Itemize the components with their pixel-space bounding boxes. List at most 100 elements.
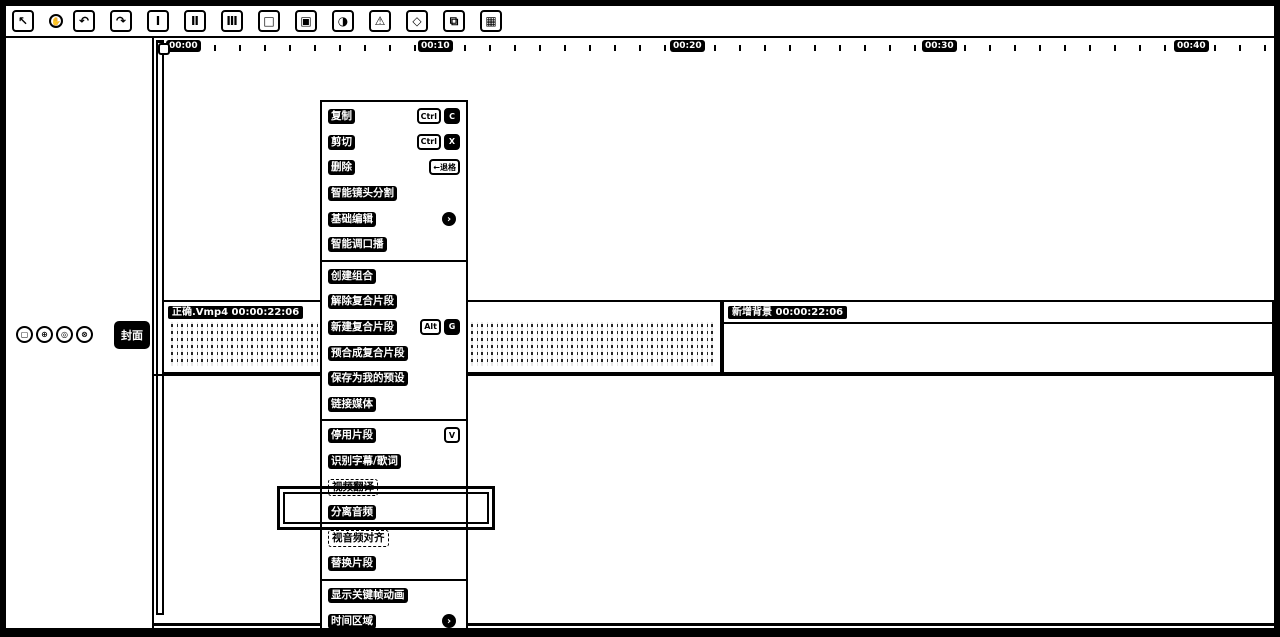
menu-item-label: 保存为我的预设	[328, 371, 408, 387]
audio-track-icon[interactable]: ⊗	[76, 326, 93, 343]
ruler-tick	[764, 45, 766, 51]
freeze-frame-icon[interactable]: ▣	[295, 10, 317, 32]
ruler-tick	[1139, 45, 1141, 51]
ruler-tick	[964, 45, 966, 51]
menu-item-label: 视频翻译	[328, 478, 378, 496]
ruler-tick	[1164, 45, 1166, 51]
split-icon[interactable]: Ⅰ	[147, 10, 169, 32]
shortcut-key: Alt	[420, 318, 441, 335]
context-menu-item[interactable]: 视音频对齐	[322, 526, 466, 552]
context-menu-item[interactable]: 预合成复合片段	[322, 340, 466, 366]
menu-item-label: 复制	[328, 109, 355, 125]
horizontal-scrollbar[interactable]	[154, 623, 1274, 626]
context-menu-item[interactable]: 链接媒体	[322, 392, 466, 418]
context-menu-item[interactable]: 基础编辑›	[322, 206, 466, 232]
shortcut-key: ←退格	[429, 159, 460, 176]
ruler-tick	[889, 45, 891, 51]
context-menu-item[interactable]: 智能调口播	[322, 232, 466, 258]
menu-item-label: 解除复合片段	[328, 294, 397, 310]
clip-label: 新增背景 00:00:22:06	[728, 306, 848, 319]
shortcut-key: V	[444, 427, 460, 444]
chevron-right-icon: ›	[442, 614, 456, 628]
ruler-label: 00:20	[670, 40, 705, 52]
menu-item-label: 链接媒体	[328, 396, 376, 412]
shortcut-key: Ctrl	[416, 108, 441, 124]
ruler-tick	[564, 45, 566, 51]
hand-tool-icon[interactable]: ✋	[49, 14, 63, 28]
ruler-tick	[489, 45, 491, 51]
context-menu-item[interactable]: 智能镜头分割	[322, 181, 466, 207]
lock-track-icon[interactable]: ▢	[16, 326, 33, 343]
rotate-icon[interactable]: ◇	[406, 10, 428, 32]
ruler-tick	[864, 45, 866, 51]
redo-icon[interactable]: ↷	[110, 10, 132, 32]
shortcut-keys: ←退格	[426, 159, 460, 176]
ruler-tick	[389, 45, 391, 51]
hide-track-icon[interactable]: ◎	[56, 326, 73, 343]
context-menu-item[interactable]: 删除 ←退格	[322, 155, 466, 181]
cover-button[interactable]: 封面	[114, 321, 150, 349]
undo-icon[interactable]: ↶	[73, 10, 95, 32]
reverse-icon[interactable]: ◑	[332, 10, 354, 32]
menu-item-label: 剪切	[328, 134, 355, 150]
ruler-tick	[364, 45, 366, 51]
track-controls: ▢⊕◎⊗	[16, 326, 96, 343]
menu-item-label: 新建复合片段	[328, 320, 397, 336]
clip-divider	[724, 322, 1272, 324]
mirror-icon[interactable]: ⚠	[369, 10, 391, 32]
context-menu-item[interactable]: 显示关键帧动画	[322, 583, 466, 609]
delete-icon[interactable]: □	[258, 10, 280, 32]
menu-item-label: 基础编辑	[328, 211, 376, 227]
ruler-tick	[789, 45, 791, 51]
shortcut-key: X	[444, 133, 460, 150]
ruler-tick	[1039, 45, 1041, 51]
ruler-tick	[1214, 45, 1216, 51]
ruler-tick	[914, 45, 916, 51]
shortcut-keys: V	[441, 427, 460, 444]
image-icon[interactable]: ▦	[480, 10, 502, 32]
ruler-tick	[1014, 45, 1016, 51]
ruler-tick	[714, 45, 716, 51]
context-menu-item[interactable]: 替换片段	[322, 551, 466, 577]
ruler-tick	[814, 45, 816, 51]
select-tool-icon[interactable]: ↖	[12, 10, 34, 32]
playhead-handle[interactable]	[158, 43, 170, 55]
split-left-icon[interactable]: Ⅱ	[184, 10, 206, 32]
ruler-tick	[589, 45, 591, 51]
menu-item-label: 智能调口播	[328, 237, 387, 253]
context-menu-item[interactable]: 时间区域›	[322, 608, 466, 628]
menu-item-label: 删除	[328, 160, 355, 176]
background-clip[interactable]: 新增背景 00:00:22:06	[722, 300, 1274, 374]
context-menu-item[interactable]: 保存为我的预设	[322, 366, 466, 392]
ruler-tick	[239, 45, 241, 51]
mute-track-icon[interactable]: ⊕	[36, 326, 53, 343]
ruler-tick	[289, 45, 291, 51]
context-menu-item[interactable]: 分离音频	[322, 500, 466, 526]
crop-icon[interactable]: ⧉	[443, 10, 465, 32]
track-header-panel: ▢⊕◎⊗ 封面	[6, 38, 154, 628]
menu-item-label: 显示关键帧动画	[328, 587, 408, 603]
context-menu-item[interactable]: 创建组合	[322, 264, 466, 290]
context-menu-item[interactable]: 识别字幕/歌词	[322, 449, 466, 475]
ruler-tick	[464, 45, 466, 51]
ruler-tick	[1064, 45, 1066, 51]
ruler-tick	[989, 45, 991, 51]
ruler-label: 00:10	[418, 40, 453, 52]
menu-item-label: 智能镜头分割	[328, 186, 397, 202]
context-menu-item[interactable]: 视频翻译	[322, 474, 466, 500]
context-menu-item[interactable]: 解除复合片段	[322, 289, 466, 315]
ruler-tick	[839, 45, 841, 51]
split-right-icon[interactable]: Ⅲ	[221, 10, 243, 32]
shortcut-key: C	[444, 108, 460, 124]
